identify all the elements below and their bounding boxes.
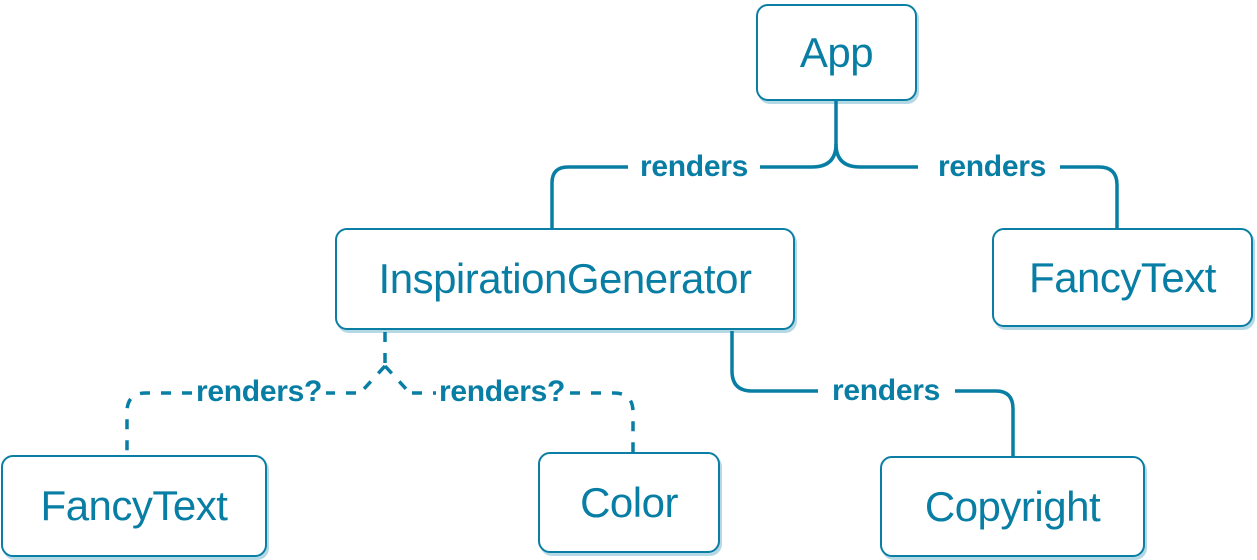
edge-inspirationgenerator-to-copyright-line-a [730, 331, 818, 393]
edge-app-to-inspirationgenerator-line-b [550, 165, 628, 228]
edge-label-inspirationgenerator-fancytext: renders? [196, 375, 322, 408]
node-fancy-text-top: FancyText [992, 228, 1253, 327]
edge-app-to-fancytext-line-a [834, 143, 918, 169]
edge-inspirationgenerator-to-copyright-line-b [955, 389, 1015, 456]
edge-label-inspirationgenerator-color: renders? [439, 375, 565, 408]
edge-inspirationgenerator-to-fancytext-line-b [125, 391, 192, 455]
node-fancy-text-top-label: FancyText [1029, 253, 1216, 301]
edge-dashed-fork-right-diagonal [383, 364, 409, 392]
node-inspiration-generator-label: InspirationGenerator [378, 255, 752, 302]
edge-label-inspirationgenerator-copyright: renders [832, 374, 940, 407]
edge-label-app-inspirationgenerator: renders [640, 150, 748, 183]
node-fancy-text-bottom-label: FancyText [40, 482, 228, 529]
edge-inspirationgenerator-to-color-line-b [570, 391, 635, 452]
edge-app-to-inspirationgenerator-line-a [760, 143, 838, 169]
edge-label-app-fancytext: renders [938, 150, 1046, 183]
node-app: App [756, 4, 917, 101]
edge-dashed-fork-left-diagonal [361, 364, 387, 392]
node-fancy-text-bottom: FancyText [1, 455, 267, 557]
edge-app-to-fancytext-line-b [1060, 165, 1119, 228]
node-app-label: App [799, 28, 874, 76]
node-color-label: Color [580, 478, 678, 526]
node-inspiration-generator: InspirationGenerator [335, 228, 795, 330]
node-copyright: Copyright [880, 456, 1145, 557]
node-color: Color [538, 452, 720, 553]
node-copyright-label: Copyright [924, 482, 1101, 530]
